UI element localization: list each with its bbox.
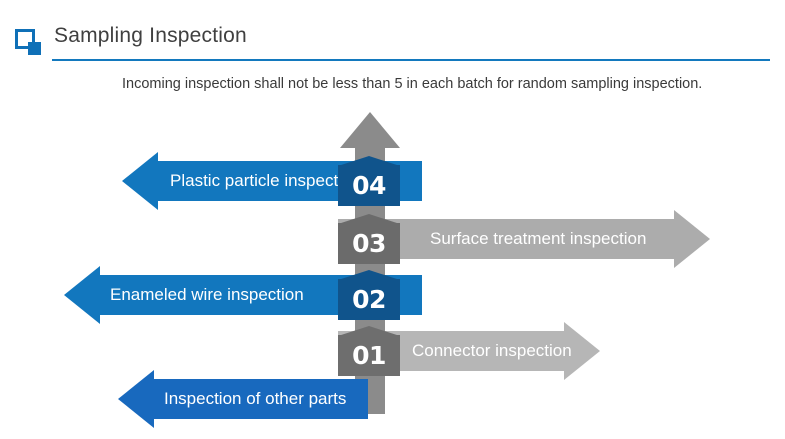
step-number-banner-01: 01 [338,326,400,376]
step-label-other-parts: Inspection of other parts [164,389,347,408]
banner-peak [338,326,400,336]
banner-body [338,335,400,376]
step-number-01: 01 [352,341,386,370]
banner-peak [338,214,400,224]
banner-peak [338,270,400,280]
subtitle-note: Incoming inspection shall not be less th… [122,76,703,92]
step-label-03: Surface treatment inspection [430,229,647,248]
process-step-03[interactable]: Surface treatment inspection 03 [338,210,710,268]
step-label-02: Enameled wire inspection [110,285,304,304]
step-number-banner-04: 04 [338,156,400,206]
banner-body [338,165,400,206]
square-outline-with-filled-corner-icon [15,29,45,59]
icon-square-fill [28,42,41,55]
step-number-03: 03 [352,229,386,258]
banner-peak [338,156,400,166]
vertical-arrow-head-icon [340,112,400,148]
step-number-02: 02 [352,285,386,314]
step-number-banner-03: 03 [338,214,400,264]
arrow-shaft [152,379,368,419]
step-arrow-other-parts: Inspection of other parts [118,370,368,428]
banner-body [338,279,400,320]
process-step-04[interactable]: Plastic particle inspection 04 [122,152,422,210]
process-step-01[interactable]: Connector inspection 01 [338,322,600,380]
process-step-other-parts[interactable]: Inspection of other parts [118,370,368,428]
step-number-04: 04 [352,171,386,200]
arrow-head-left-icon [118,370,154,428]
arrow-head-right-icon [674,210,710,268]
arrow-head-left-icon [64,266,100,324]
step-label-04: Plastic particle inspection [170,171,361,190]
title-divider [52,59,770,61]
icon-square-outline [15,29,35,49]
banner-body [338,223,400,264]
arrow-head-right-icon [564,322,600,380]
arrow-head-left-icon [122,152,158,210]
step-number-banner-02: 02 [338,270,400,320]
process-step-02[interactable]: Enameled wire inspection 02 [64,266,422,324]
step-label-01: Connector inspection [412,341,572,360]
page-title: Sampling Inspection [54,24,247,47]
